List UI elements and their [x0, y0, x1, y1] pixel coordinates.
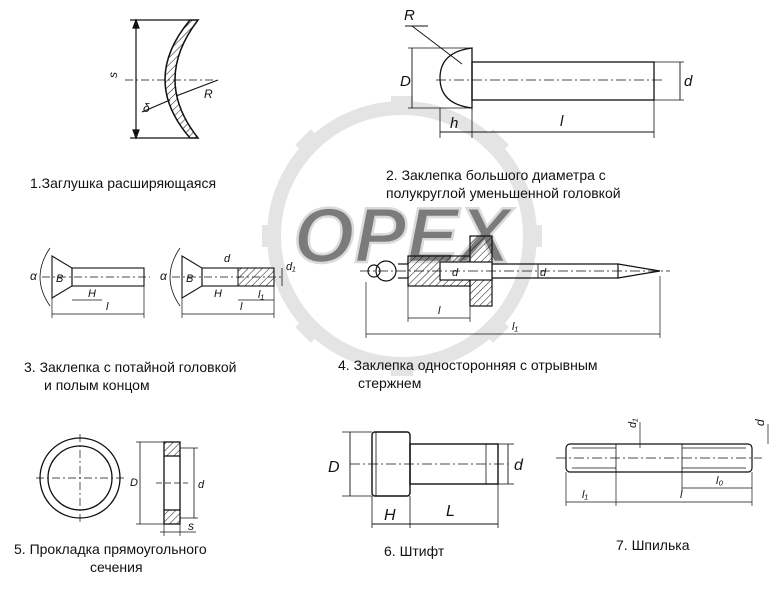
figure-3-countersunk-rivet	[39, 247, 283, 318]
label-B-right: B	[186, 273, 193, 285]
caption-7: 7. Шпилька	[616, 537, 690, 553]
label-D-pin: D	[328, 459, 340, 476]
label-d-blind: d	[452, 267, 459, 279]
caption-3-line2: и полым концом	[44, 377, 150, 393]
label-H-pin: H	[384, 507, 396, 524]
label-d-pin: d	[514, 457, 524, 474]
label-d-gasket: d	[198, 479, 205, 491]
label-H-right: H	[214, 288, 222, 300]
label-s: s	[106, 72, 120, 78]
caption-4-line1: 4. Заклепка односторонняя с отрывным	[338, 357, 598, 373]
watermark-gear-teeth	[262, 96, 542, 376]
label-B-left: B	[56, 273, 63, 285]
label-d-stem: d	[540, 267, 547, 279]
label-d1-right: d₁	[286, 261, 296, 273]
caption-6: 6. Штифт	[384, 543, 445, 559]
figure-7-stud	[556, 422, 769, 506]
label-s-gasket: s	[188, 519, 194, 533]
label-l0-stud: l₀	[716, 475, 723, 487]
label-D-rivet: D	[400, 73, 411, 90]
figure-2-rivet-half-round	[405, 25, 684, 138]
caption-1: 1.Заглушка расширяющаяся	[30, 175, 217, 191]
caption-3-line1: 3. Заклепка с потайной головкой	[24, 359, 237, 375]
label-l-blind: l	[438, 305, 441, 317]
label-l-rivet: l	[560, 113, 564, 130]
caption-2-line2: полукруглой уменьшенной головкой	[386, 185, 621, 201]
label-L-pin: L	[446, 503, 455, 520]
label-H-left: H	[88, 288, 96, 300]
label-d1-stud: d₁	[627, 418, 639, 428]
rivet-head	[439, 47, 473, 109]
rivet-shank	[471, 61, 655, 101]
label-l-right: l	[240, 301, 243, 313]
label-d-stud: d	[753, 419, 767, 426]
label-alpha-left: α	[30, 269, 38, 283]
gasket-section-top	[163, 441, 181, 457]
label-l1-blind: l₁	[512, 321, 518, 333]
figure-6-pin	[342, 431, 514, 528]
caption-5-line1: 5. Прокладка прямоугольного	[14, 541, 207, 557]
label-d-right: d	[224, 253, 231, 265]
figure-5-gasket	[36, 434, 198, 536]
plug-section	[164, 19, 200, 139]
gasket-section-bottom	[163, 509, 181, 525]
label-R-plug: R	[204, 87, 213, 101]
figure-1-expanding-plug	[125, 18, 219, 140]
label-h: h	[450, 115, 458, 132]
caption-5-line2: сечения	[90, 559, 143, 575]
label-l1-stud: l₁	[582, 489, 588, 501]
caption-2-line1: 2. Заклепка большого диаметра с	[386, 167, 606, 183]
caption-4-line2: стержнем	[358, 375, 422, 391]
label-d-rivet: d	[684, 73, 693, 90]
label-delta: δ	[143, 101, 150, 115]
label-l1-right: l₁	[258, 289, 264, 301]
label-R-rivet: R	[404, 7, 415, 24]
label-D-gasket: D	[130, 477, 138, 489]
figure-4-blind-rivet	[360, 235, 670, 338]
label-l-left: l	[106, 301, 109, 313]
label-l-stud: l	[680, 489, 683, 501]
label-alpha-right: α	[160, 269, 168, 283]
